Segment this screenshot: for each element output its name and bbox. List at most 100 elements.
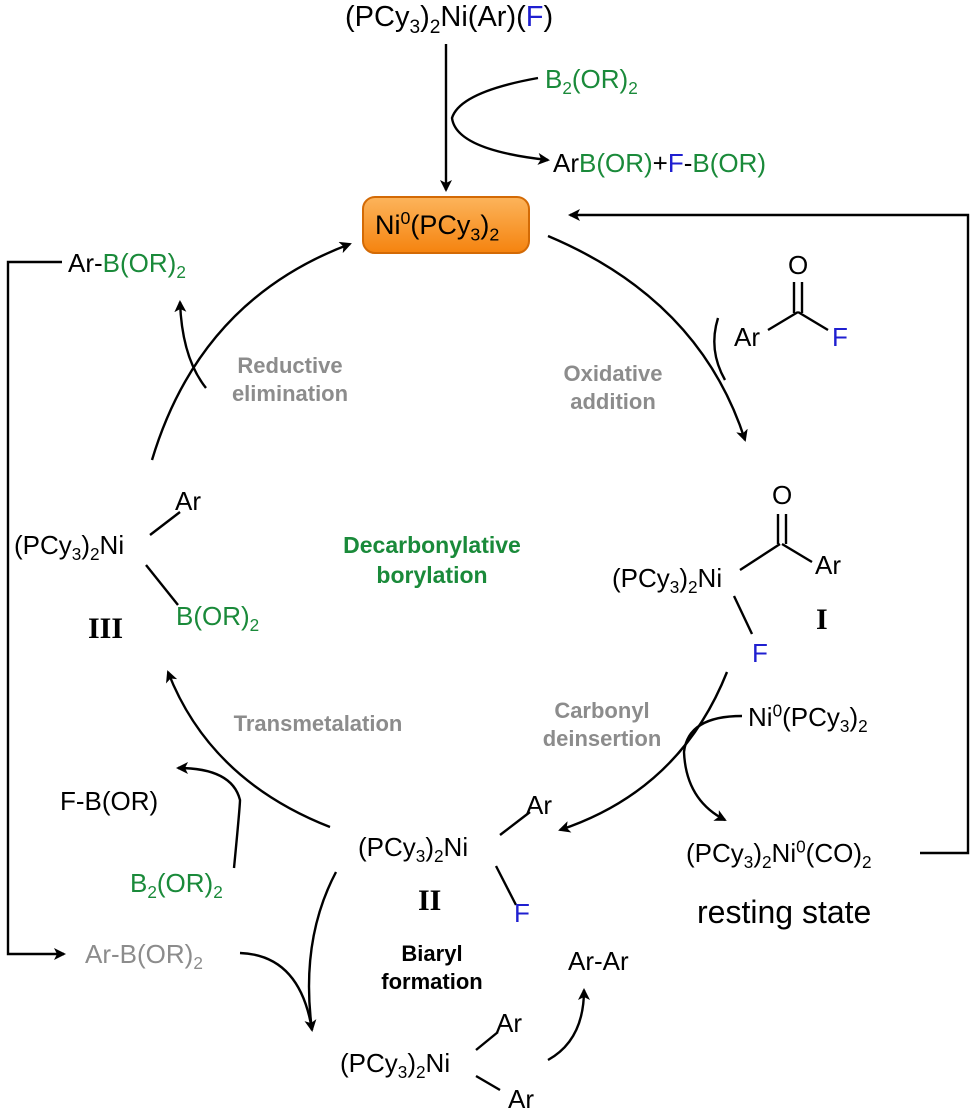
subscript: 2: [147, 882, 157, 903]
subscript: 2: [176, 262, 186, 283]
diaryl-ar1: Ar: [496, 1008, 522, 1038]
text: deinsertion: [542, 726, 662, 751]
intermediate-i-ni: (PCy3)2Ni: [612, 563, 723, 596]
arrow-arbor2-out: [174, 300, 207, 389]
ni0-reagent: Ni0(PCy3)2: [748, 702, 868, 735]
subscript: 3: [415, 846, 426, 867]
text: -: [683, 148, 693, 178]
text: B: [545, 64, 563, 94]
subscript: 2: [429, 16, 441, 38]
intermediate-ii-label: II: [418, 884, 442, 917]
product-arbor2: Ar-B(OR)2: [68, 248, 186, 281]
arrow-oxidative-addition: [547, 234, 748, 442]
subscript: 2: [249, 615, 260, 636]
bond-acyl-f: [797, 310, 829, 332]
text: ): [425, 832, 434, 862]
boron-group: B(OR): [102, 248, 177, 278]
text: (OR): [571, 64, 629, 94]
arrow-biaryl-in: [239, 951, 317, 1032]
arrow-biaryl-out: [547, 988, 590, 1062]
text: ): [81, 530, 90, 560]
superscript: 0: [796, 836, 806, 857]
byproduct-top: ArB(OR)+F-B(OR): [553, 150, 766, 176]
subscript: 2: [489, 224, 500, 245]
text: Ni: [771, 838, 797, 868]
subscript: 2: [213, 882, 223, 903]
fluorine: F: [525, 1, 544, 33]
arrow-acyl-fluoride-in: [713, 317, 727, 381]
text: Ar-B(OR): [85, 939, 194, 969]
bond-ii-ni-f: [494, 865, 518, 906]
text: ): [407, 1048, 416, 1078]
step-transmetalation: Transmetalation: [233, 711, 403, 736]
intermediate-ii-ni: (PCy3)2Ni: [358, 832, 469, 865]
text: Carbonyl: [554, 698, 650, 723]
subscript: 3: [839, 716, 850, 737]
diaryl-ar2: Ar: [508, 1084, 534, 1114]
subscript: 2: [90, 544, 100, 565]
text: ): [543, 1, 554, 33]
text: Ni: [443, 832, 469, 862]
biaryl-product: Ar-Ar: [568, 946, 629, 976]
text: Ni: [375, 210, 401, 240]
text: (CO): [805, 838, 862, 868]
arrow-transmetalation: [166, 670, 331, 829]
subscript: 2: [762, 852, 772, 873]
arrow-transmet-side: [176, 762, 242, 869]
text: Ni: [697, 563, 723, 593]
text: Ni: [99, 530, 125, 560]
intermediate-iii-label: III: [88, 612, 124, 645]
subscript: 2: [688, 577, 698, 598]
text: Ar-: [68, 248, 103, 278]
text: Oxidative: [563, 361, 663, 386]
bond-diaryl-ni-ar1: [475, 1031, 499, 1051]
arrow-ni0-in-co-out: [682, 714, 743, 822]
text: formation: [381, 969, 483, 994]
text: borylation: [376, 562, 488, 588]
arrow-biaryl-from-ii: [307, 871, 338, 1031]
arrow-carbonyl-deinsertion: [558, 671, 729, 833]
arrow-resting-return: [568, 209, 970, 855]
text: elimination: [231, 381, 349, 406]
subscript: 3: [743, 852, 754, 873]
text: Ni(Ar)(: [440, 1, 526, 33]
catalyst-box: [362, 196, 530, 254]
arbor2-grey: Ar-B(OR)2: [85, 939, 203, 972]
text: (PCy: [345, 1, 410, 33]
text: Biaryl: [401, 941, 463, 966]
subscript: 2: [434, 846, 444, 867]
bond-acyl-ar: [767, 310, 799, 332]
text: Ar: [553, 148, 579, 178]
subscript: 3: [397, 1062, 408, 1083]
boron-group: B(OR): [692, 148, 767, 178]
text: (PCy: [340, 1048, 398, 1078]
b2or2-left: B2(OR)2: [130, 868, 223, 901]
text: B(OR): [176, 601, 250, 631]
text: ): [480, 210, 490, 240]
subscript: 2: [628, 78, 638, 99]
text: (PCy: [612, 563, 670, 593]
boron-group: B(OR): [579, 148, 653, 178]
intermediate-ii-f: F: [514, 898, 530, 928]
resting-complex: (PCy3)2Ni0(CO)2: [686, 838, 872, 871]
text: addition: [570, 389, 656, 414]
intermediate-i-ar: Ar: [815, 550, 841, 580]
step-reductive-elimination: Reductive elimination: [210, 352, 370, 408]
subscript: 2: [416, 1062, 426, 1083]
arrow-b2or2-consume: [450, 76, 550, 165]
text: (PCy: [782, 702, 840, 732]
subscript: 3: [669, 577, 680, 598]
text: (OR): [156, 868, 214, 898]
top-reagent: (PCy3)2Ni(Ar)(F): [345, 1, 554, 37]
biaryl-label: Biaryl formation: [362, 940, 502, 996]
text: ): [420, 1, 430, 33]
subscript: 3: [409, 16, 421, 38]
text: Reductive: [237, 353, 343, 378]
step-oxidative-addition: Oxidative addition: [538, 360, 688, 416]
arrow-reductive-elimination: [150, 241, 352, 461]
bond-i-c-ar: [781, 542, 813, 564]
superscript: 0: [772, 700, 783, 721]
bond-iii-ni-ar: [149, 511, 181, 536]
subscript: 3: [71, 544, 82, 565]
